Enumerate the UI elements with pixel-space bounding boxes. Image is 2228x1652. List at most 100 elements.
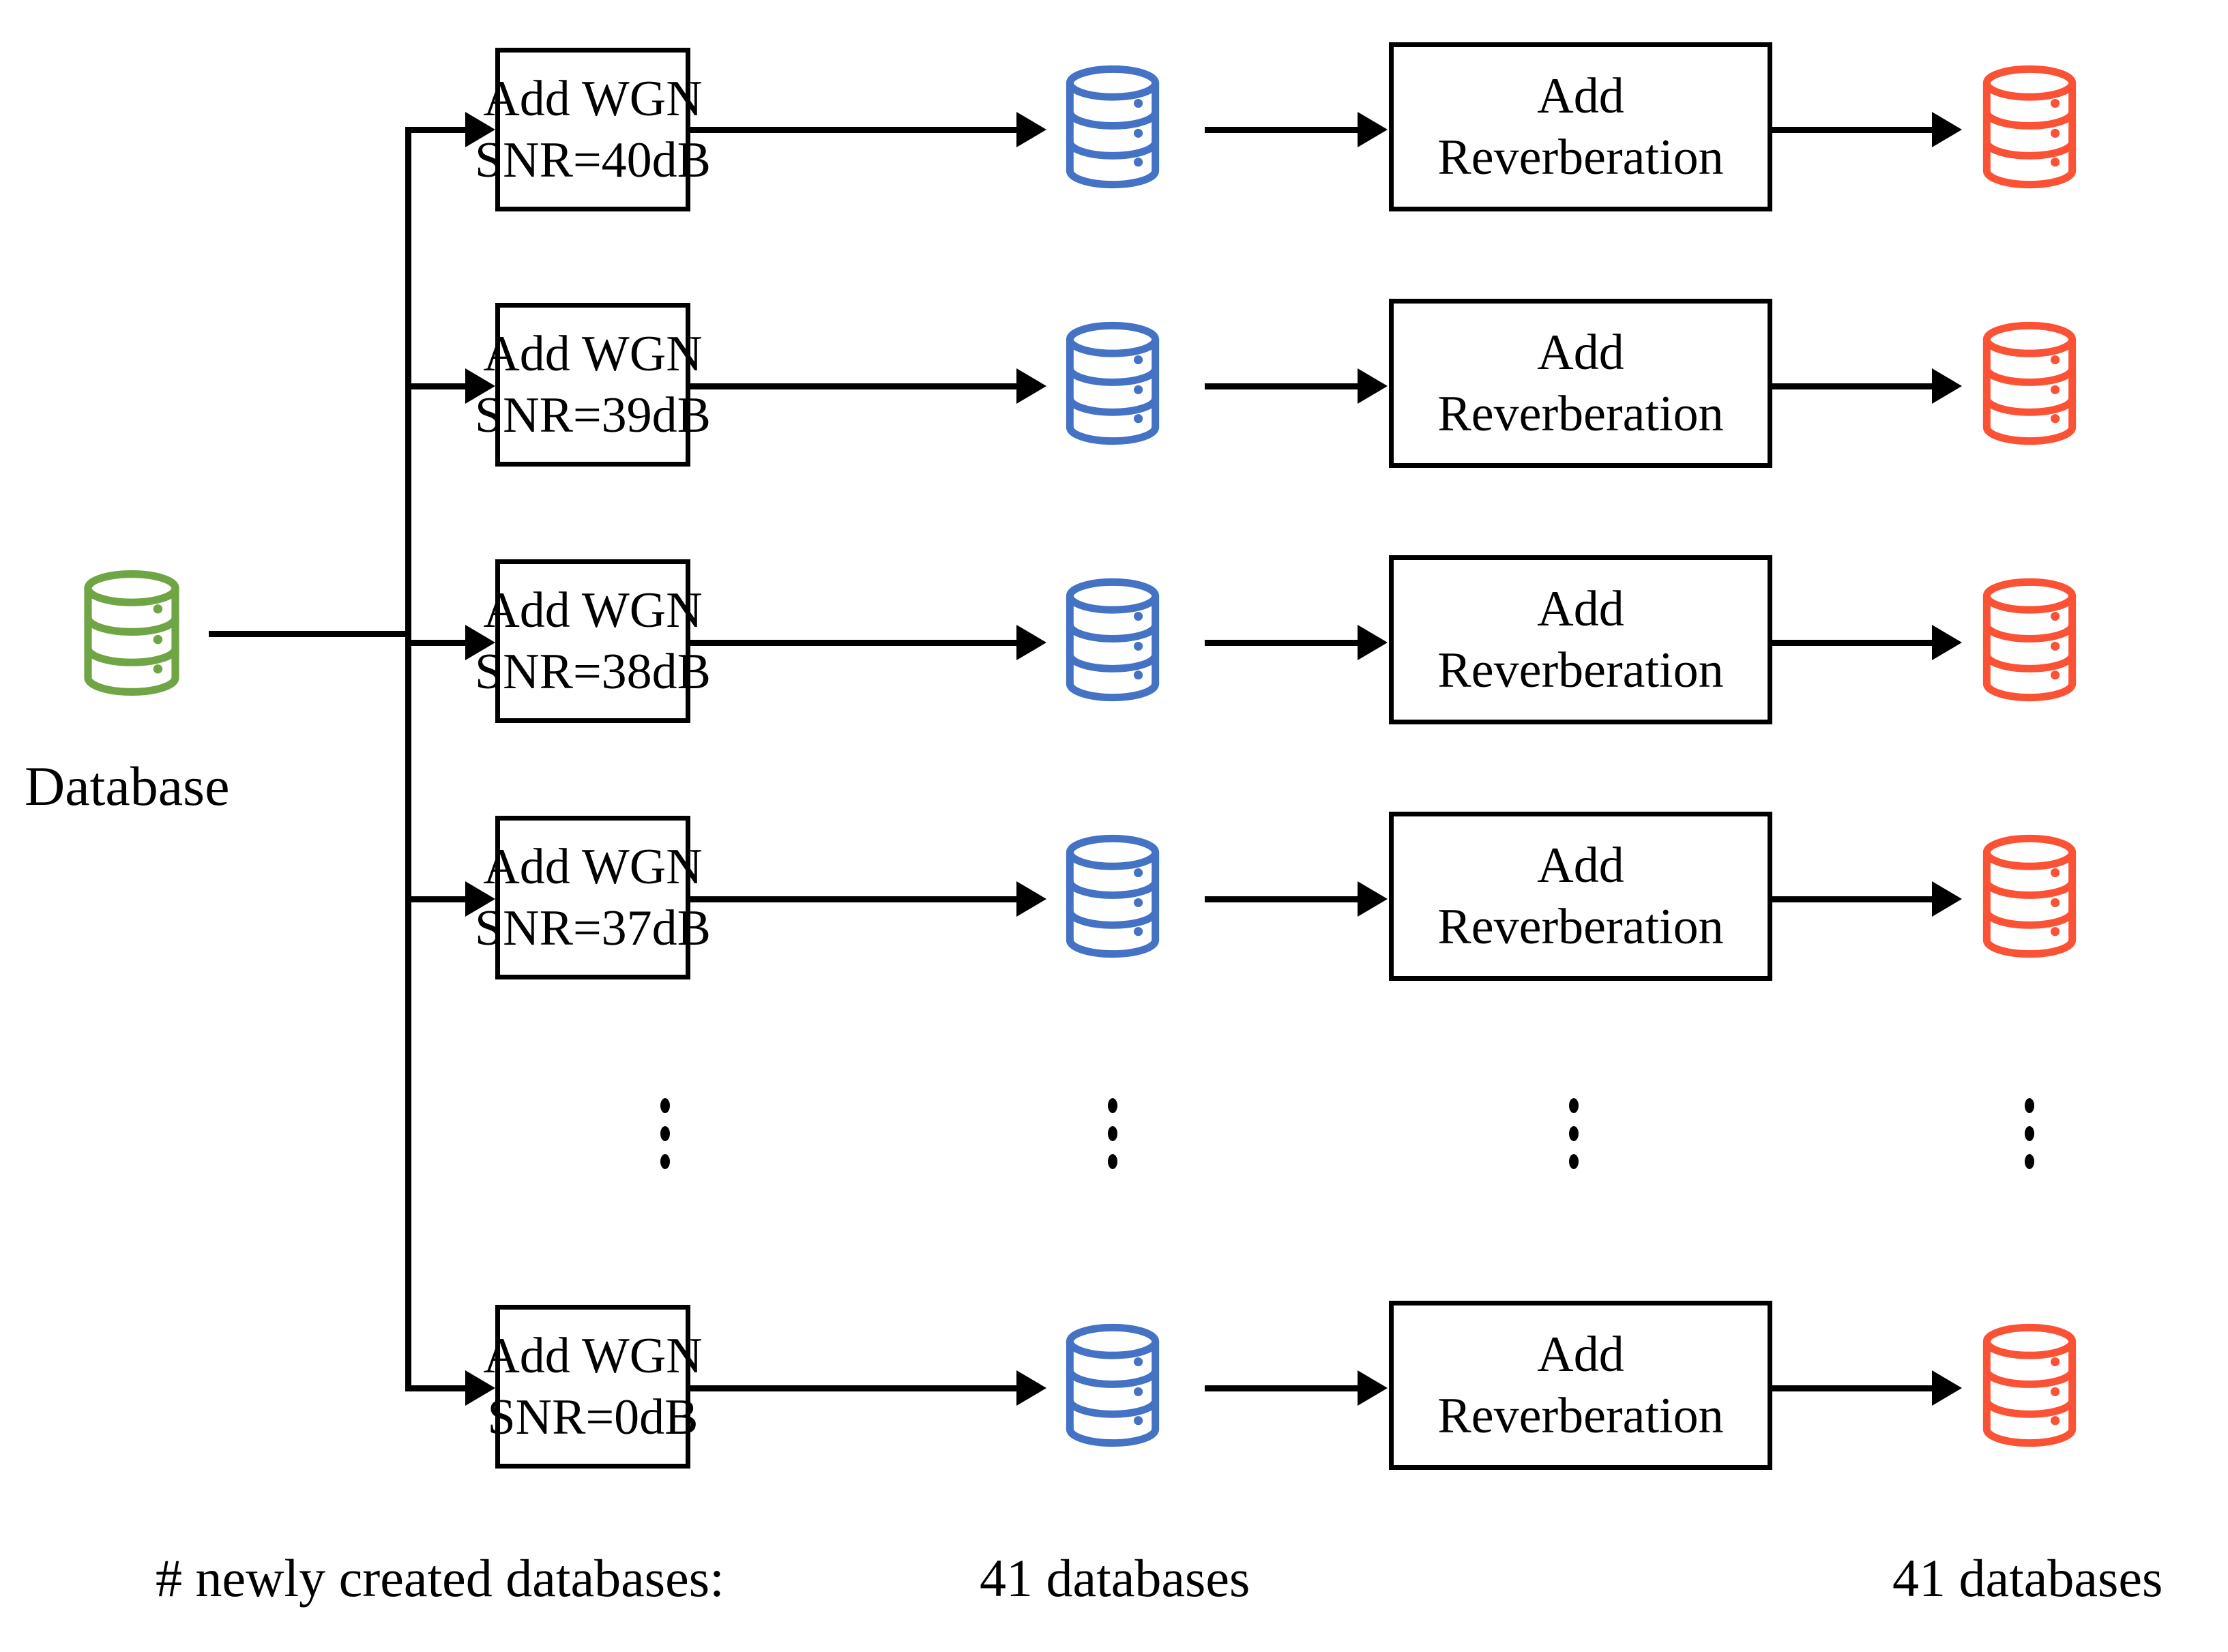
add-wgn-line1: Add WGN: [483, 325, 703, 382]
ellipsis-dot: [660, 1098, 670, 1113]
arrowhead-noisydb-to-reverb-5: [1358, 1370, 1388, 1406]
arrowhead-bus-to-wgn-3: [465, 625, 495, 660]
arrowhead-noisydb-to-reverb-1: [1358, 112, 1388, 147]
reverb-database-icon-3: [1976, 576, 2083, 704]
add-reverberation-box-4[interactable]: Add Reverberation: [1389, 812, 1772, 981]
arrowhead-noisydb-to-reverb-4: [1358, 881, 1388, 917]
arrowhead-reverb-to-reverbdb-2: [1932, 368, 1962, 404]
edge-noisydb-to-reverb-1: [1205, 127, 1359, 133]
add-reverberation-line1: Add: [1537, 1326, 1624, 1383]
noisy-database-icon-3: [1059, 576, 1167, 704]
noisy-database-icon-4: [1059, 832, 1167, 960]
edge-bus-to-wgn-2: [405, 383, 467, 389]
add-wgn-line2: SNR=38dB: [474, 644, 712, 700]
add-reverberation-box-1[interactable]: Add Reverberation: [1389, 42, 1772, 211]
arrowhead-wgn-to-noisydb-1: [1016, 112, 1046, 147]
add-wgn-line1: Add WGN: [483, 582, 703, 638]
add-reverberation-line2: Reverberation: [1437, 130, 1724, 186]
edge-noisydb-to-reverb-4: [1205, 896, 1359, 902]
edge-source-to-bus: [209, 631, 411, 637]
arrowhead-bus-to-wgn-5: [465, 1370, 495, 1406]
add-wgn-line2: SNR=39dB: [474, 387, 712, 443]
edge-wgn-to-noisydb-5: [690, 1385, 1018, 1391]
arrowhead-bus-to-wgn-1: [465, 112, 495, 147]
arrowhead-wgn-to-noisydb-4: [1016, 881, 1046, 917]
vertical-ellipsis-noisy-db-column: [1104, 1098, 1122, 1169]
ellipsis-dot: [1108, 1126, 1117, 1141]
arrowhead-reverb-to-reverbdb-3: [1932, 625, 1962, 660]
add-reverberation-box-5[interactable]: Add Reverberation: [1389, 1301, 1772, 1470]
ellipsis-dot: [1569, 1098, 1579, 1113]
noisy-database-icon-1: [1059, 63, 1167, 191]
reverb-database-icon-5: [1976, 1321, 2083, 1449]
add-reverberation-line1: Add: [1537, 324, 1624, 381]
arrowhead-noisydb-to-reverb-3: [1358, 625, 1388, 660]
edge-reverb-to-reverbdb-3: [1772, 640, 1933, 646]
ellipsis-dot: [1108, 1154, 1117, 1169]
edge-wgn-to-noisydb-1: [690, 127, 1018, 133]
vertical-ellipsis-reverb-column: [1565, 1098, 1583, 1169]
source-database-icon: [76, 567, 187, 698]
vertical-ellipsis-wgn-column: [656, 1098, 674, 1169]
edge-wgn-to-noisydb-4: [690, 896, 1018, 902]
add-wgn-line1: Add WGN: [483, 1327, 703, 1384]
arrowhead-wgn-to-noisydb-3: [1016, 625, 1046, 660]
footer-noisy-db-count: 41 databases: [980, 1548, 1250, 1608]
edge-bus-to-wgn-1: [405, 127, 467, 133]
add-wgn-box-1[interactable]: Add WGN SNR=40dB: [475, 48, 711, 211]
edge-bus-to-wgn-5: [405, 1385, 467, 1391]
add-wgn-box-3[interactable]: Add WGN SNR=38dB: [475, 559, 711, 723]
add-wgn-line1: Add WGN: [483, 70, 703, 127]
ellipsis-dot: [660, 1126, 670, 1141]
arrowhead-reverb-to-reverbdb-5: [1932, 1370, 1962, 1406]
add-reverberation-line2: Reverberation: [1437, 1388, 1724, 1444]
add-wgn-box-4[interactable]: Add WGN SNR=37dB: [475, 816, 711, 979]
reverb-database-icon-1: [1976, 63, 2083, 191]
noisy-database-icon-5: [1059, 1321, 1167, 1449]
reverb-database-icon-4: [1976, 832, 2083, 960]
edge-noisydb-to-reverb-3: [1205, 640, 1359, 646]
footer-label: # newly created databases:: [156, 1548, 724, 1608]
edge-wgn-to-noisydb-2: [690, 383, 1018, 389]
reverb-database-icon-2: [1976, 319, 2083, 447]
edge-bus-to-wgn-4: [405, 896, 467, 902]
edge-reverb-to-reverbdb-2: [1772, 383, 1933, 389]
add-reverberation-line1: Add: [1537, 837, 1624, 894]
add-reverberation-box-2[interactable]: Add Reverberation: [1389, 299, 1772, 468]
add-wgn-box-5[interactable]: Add WGN SNR=0dB: [483, 1305, 703, 1469]
edge-reverb-to-reverbdb-1: [1772, 127, 1933, 133]
edge-wgn-to-noisydb-3: [690, 640, 1018, 646]
arrowhead-bus-to-wgn-2: [465, 368, 495, 404]
add-wgn-box-2[interactable]: Add WGN SNR=39dB: [475, 303, 711, 467]
arrowhead-wgn-to-noisydb-2: [1016, 368, 1046, 404]
noisy-database-icon-2: [1059, 319, 1167, 447]
add-wgn-line2: SNR=0dB: [487, 1389, 699, 1445]
ellipsis-dot: [1569, 1126, 1579, 1141]
add-wgn-line2: SNR=37dB: [474, 900, 712, 956]
arrowhead-bus-to-wgn-4: [465, 881, 495, 917]
ellipsis-dot: [1108, 1098, 1117, 1113]
ellipsis-dot: [2025, 1126, 2034, 1141]
vertical-ellipsis-reverb-db-column: [2021, 1098, 2038, 1169]
edge-distribution-bus: [405, 127, 411, 1391]
edge-noisydb-to-reverb-2: [1205, 383, 1359, 389]
arrowhead-reverb-to-reverbdb-4: [1932, 881, 1962, 917]
arrowhead-noisydb-to-reverb-2: [1358, 368, 1388, 404]
add-wgn-line1: Add WGN: [483, 838, 703, 895]
ellipsis-dot: [2025, 1154, 2034, 1169]
add-reverberation-line1: Add: [1537, 580, 1624, 637]
edge-noisydb-to-reverb-5: [1205, 1385, 1359, 1391]
ellipsis-dot: [660, 1154, 670, 1169]
arrowhead-reverb-to-reverbdb-1: [1932, 112, 1962, 147]
add-reverberation-line2: Reverberation: [1437, 386, 1724, 442]
footer-reverb-db-count: 41 databases: [1892, 1548, 2163, 1608]
edge-bus-to-wgn-3: [405, 640, 467, 646]
edge-reverb-to-reverbdb-4: [1772, 896, 1933, 902]
ellipsis-dot: [2025, 1098, 2034, 1113]
add-reverberation-line2: Reverberation: [1437, 643, 1724, 698]
add-reverberation-box-3[interactable]: Add Reverberation: [1389, 555, 1772, 724]
arrowhead-wgn-to-noisydb-5: [1016, 1370, 1046, 1406]
add-wgn-line2: SNR=40dB: [474, 132, 712, 188]
add-reverberation-line2: Reverberation: [1437, 899, 1724, 955]
